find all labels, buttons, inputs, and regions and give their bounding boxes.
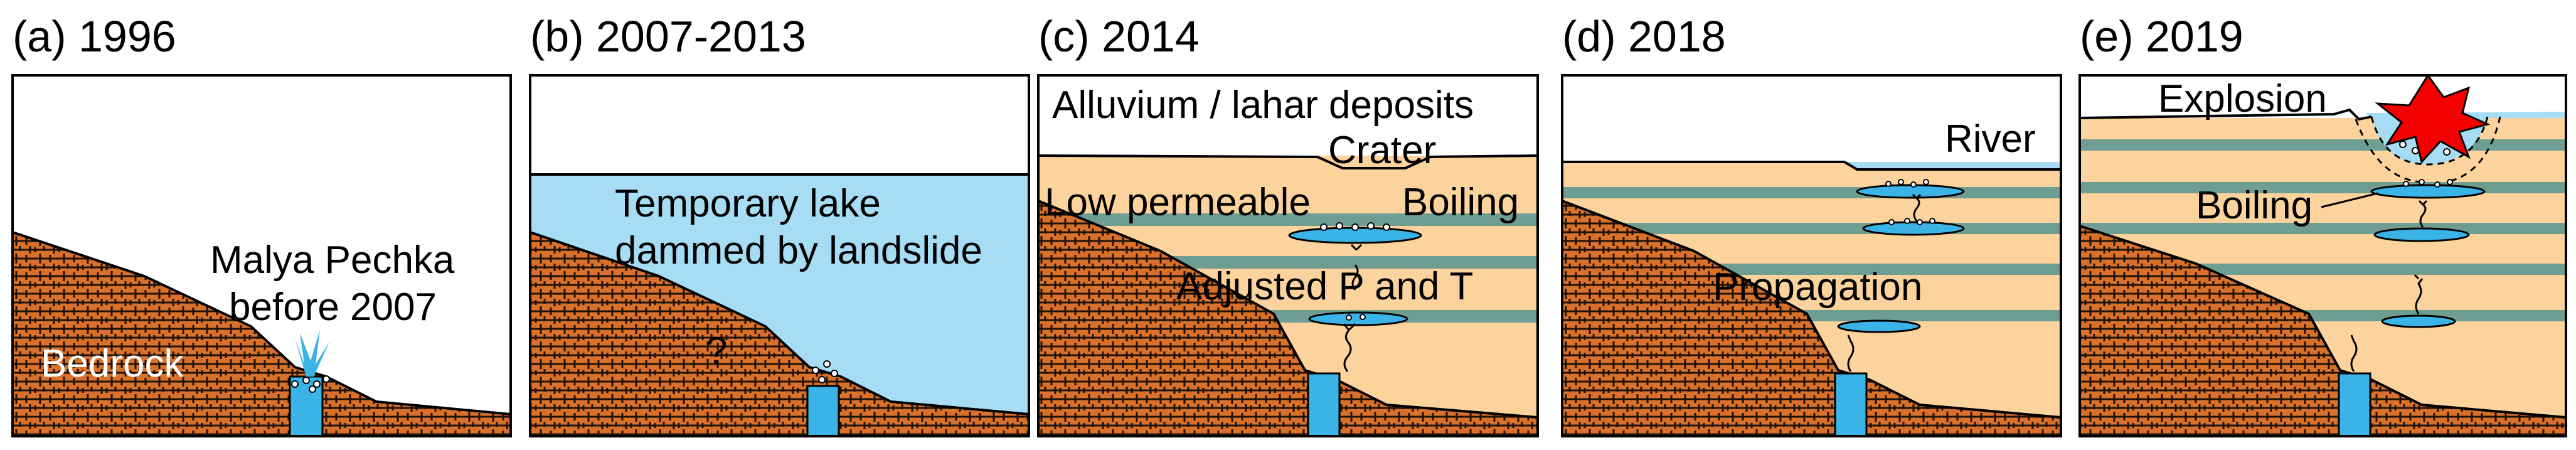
spring-label-line2: before 2007	[229, 286, 437, 329]
panel-e-title: (e) 2019	[2080, 12, 2243, 61]
explosion-label: Explosion	[2158, 77, 2327, 121]
lens-upper	[2370, 184, 2486, 199]
panel-c-title: (c) 2014	[1038, 12, 1200, 61]
panel-e: (e) 2019	[2078, 12, 2567, 437]
lens-upper	[1856, 184, 1965, 199]
propagation-label: Propagation	[1713, 265, 1922, 309]
river-label: River	[1945, 117, 2036, 161]
lake-label-line2: dammed by landslide	[615, 229, 982, 272]
spring-conduit	[2338, 372, 2371, 436]
panel-a: (a) 1996 Bedrock Malya Pechka before 200…	[11, 12, 512, 437]
boiling-label: Boiling	[1402, 181, 1519, 224]
boiling-label: Boiling	[2196, 184, 2313, 227]
panel-b: (b) 2007-2013 Temporary lake dammed by l…	[529, 12, 1030, 437]
panel-c: (c) 2014 Alluvium / lahar depos	[1037, 12, 1539, 437]
bubbles	[812, 360, 838, 383]
panel-b-title: (b) 2007-2013	[530, 12, 806, 61]
bedrock-label: Bedrock	[41, 342, 184, 385]
bubbles	[1320, 222, 1390, 321]
spring-conduit	[1307, 372, 1341, 436]
bedrock	[1038, 201, 1538, 436]
bubbles	[1885, 179, 1935, 225]
bubbles	[291, 375, 330, 393]
adjusted-lens	[1308, 311, 1408, 326]
lens-middle	[2373, 227, 2470, 242]
bedrock	[1562, 201, 2061, 436]
spring-conduit	[806, 385, 840, 436]
explosion-icon	[2375, 75, 2491, 164]
crater-label: Crater	[1328, 129, 1436, 172]
lens-lower	[2381, 314, 2456, 328]
spring-conduit	[1834, 372, 1868, 436]
bedrock	[2080, 226, 2566, 436]
question-mark: ?	[706, 329, 727, 373]
alluvium-label: Alluvium / lahar deposits	[1052, 83, 1474, 127]
lake-label-line1: Temporary lake	[615, 182, 881, 225]
panel-d-title: (d) 2018	[1562, 12, 1726, 61]
bedrock	[13, 232, 511, 436]
panel-d: (d) 2018 River Pro	[1561, 12, 2062, 437]
low-permeable-label: Low permeable	[1045, 181, 1311, 224]
adjusted-label: Adjusted P and T	[1176, 265, 1473, 308]
bedrock	[530, 232, 1029, 436]
panel-a-title: (a) 1996	[13, 12, 176, 61]
river	[1844, 162, 2061, 169]
lens-lower	[1837, 319, 1921, 333]
lens-middle	[1862, 221, 1965, 236]
spring-burst-icon	[295, 329, 329, 377]
spring-label-line1: Malya Pechka	[210, 238, 455, 282]
